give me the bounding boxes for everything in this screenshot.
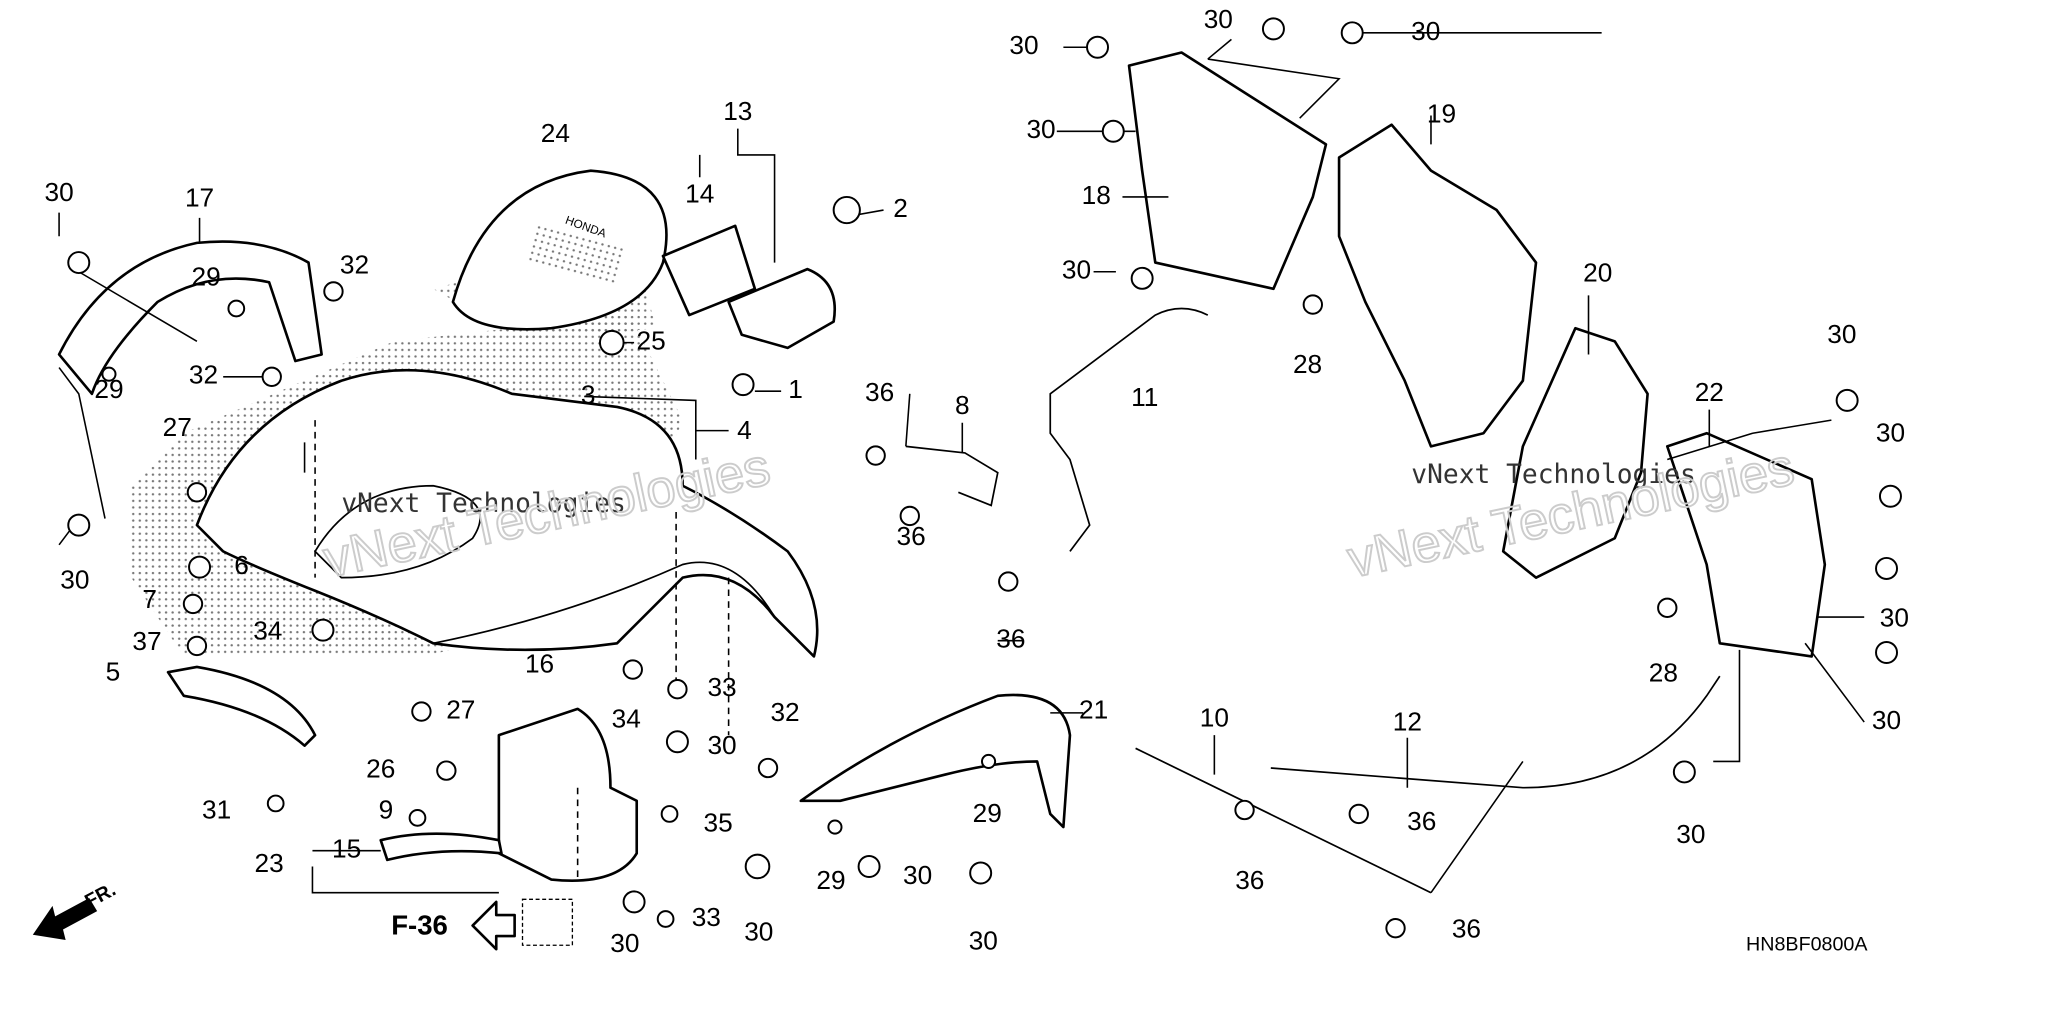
callout-36[interactable]: 36 <box>1452 914 1481 944</box>
callout-28[interactable]: 28 <box>1293 349 1322 379</box>
part-22-panel[interactable] <box>1665 431 1827 658</box>
callout-36[interactable]: 36 <box>996 624 1025 654</box>
callout-23[interactable]: 23 <box>255 848 284 878</box>
callout-30[interactable]: 30 <box>1827 319 1856 349</box>
watermark-text: vNext Technologies <box>1411 460 1695 490</box>
part-4-front-fender[interactable] <box>195 368 819 658</box>
callout-17[interactable]: 17 <box>185 182 214 212</box>
callout-33[interactable]: 33 <box>692 902 721 932</box>
fasteners <box>67 17 1902 939</box>
part-11-rod[interactable] <box>1049 307 1209 552</box>
callout-31[interactable]: 31 <box>202 794 231 824</box>
callout-34[interactable]: 34 <box>612 704 641 734</box>
callout-27[interactable]: 27 <box>163 412 192 442</box>
callout-35[interactable]: 35 <box>704 807 733 837</box>
callout-21[interactable]: 21 <box>1079 694 1108 724</box>
callout-28[interactable]: 28 <box>1649 658 1678 688</box>
body-recess <box>314 484 481 579</box>
callout-30[interactable]: 30 <box>44 177 73 207</box>
callout-32[interactable]: 32 <box>770 697 799 727</box>
part-8-bracket[interactable] <box>905 445 999 507</box>
callout-30[interactable]: 30 <box>1026 114 1055 144</box>
grommet-icon <box>521 898 574 946</box>
callout-34[interactable]: 34 <box>253 616 282 646</box>
callout-6[interactable]: 6 <box>234 550 249 580</box>
callout-12[interactable]: 12 <box>1393 706 1422 736</box>
callout-36[interactable]: 36 <box>896 521 925 551</box>
callout-25[interactable]: 25 <box>637 326 666 356</box>
reference-label[interactable]: F-36 <box>391 910 448 941</box>
callout-29[interactable]: 29 <box>192 261 221 291</box>
callout-22[interactable]: 22 <box>1695 377 1724 407</box>
part-23-box[interactable] <box>497 707 639 882</box>
callout-36[interactable]: 36 <box>865 377 894 407</box>
part-5-bar[interactable] <box>166 665 317 747</box>
part-13-box[interactable] <box>727 267 836 350</box>
callout-29[interactable]: 29 <box>816 865 845 895</box>
callout-29[interactable]: 29 <box>94 374 123 404</box>
callout-20[interactable]: 20 <box>1583 257 1612 287</box>
arrow-left-icon <box>471 900 516 951</box>
part-10-rod[interactable] <box>1135 747 1432 894</box>
part-17-fender-side[interactable] <box>57 240 323 396</box>
callout-19[interactable]: 19 <box>1427 98 1456 128</box>
callout-27[interactable]: 27 <box>446 694 475 724</box>
front-arrow-icon <box>32 897 98 940</box>
callout-14[interactable]: 14 <box>685 179 714 209</box>
part-12-rod[interactable] <box>1270 675 1721 789</box>
callout-26[interactable]: 26 <box>366 754 395 784</box>
callout-37[interactable]: 37 <box>132 626 161 656</box>
callout-30[interactable]: 30 <box>1062 255 1091 285</box>
watermark-text: vNext Technologies <box>341 489 625 519</box>
part-14-lid[interactable] <box>661 224 757 317</box>
callout-13[interactable]: 13 <box>723 96 752 126</box>
callout-30[interactable]: 30 <box>1880 603 1909 633</box>
callout-30[interactable]: 30 <box>1204 4 1233 34</box>
diagram-code: HN8BF0800A <box>1746 933 1868 955</box>
logo-graphic <box>528 222 628 285</box>
callout-30[interactable]: 30 <box>744 916 773 946</box>
part-15-strap[interactable] <box>379 832 503 862</box>
callout-16[interactable]: 16 <box>525 649 554 679</box>
part-19-inner-cover[interactable] <box>1337 123 1538 448</box>
callout-30[interactable]: 30 <box>903 860 932 890</box>
callout-8[interactable]: 8 <box>955 390 970 420</box>
callout-3[interactable]: 3 <box>581 379 596 409</box>
body-edge <box>433 561 776 645</box>
callout-labels: 30 17 29 32 32 29 27 30 6 7 37 34 5 31 2… <box>44 4 1909 958</box>
callout-32[interactable]: 32 <box>340 249 369 279</box>
front-indicator: FR. <box>32 879 120 940</box>
callout-32[interactable]: 32 <box>189 360 218 390</box>
callout-30[interactable]: 30 <box>1676 819 1705 849</box>
callout-18[interactable]: 18 <box>1082 180 1111 210</box>
callout-5[interactable]: 5 <box>106 656 121 686</box>
callout-33[interactable]: 33 <box>707 672 736 702</box>
callout-30[interactable]: 30 <box>610 928 639 958</box>
callout-30[interactable]: 30 <box>707 730 736 760</box>
callout-36[interactable]: 36 <box>1407 806 1436 836</box>
callout-15[interactable]: 15 <box>332 834 361 864</box>
part-18-panel[interactable] <box>1127 51 1328 291</box>
callout-30[interactable]: 30 <box>1872 705 1901 735</box>
callout-2[interactable]: 2 <box>893 193 908 223</box>
callout-4[interactable]: 4 <box>737 415 752 445</box>
callout-24[interactable]: 24 <box>541 118 570 148</box>
callout-30[interactable]: 30 <box>60 565 89 595</box>
callout-30[interactable]: 30 <box>1411 16 1440 46</box>
reference-f36[interactable]: F-36 <box>391 898 574 951</box>
callout-36[interactable]: 36 <box>1235 865 1264 895</box>
callout-29[interactable]: 29 <box>973 798 1002 828</box>
callout-30[interactable]: 30 <box>1876 417 1905 447</box>
callout-9[interactable]: 9 <box>379 794 394 824</box>
callout-30[interactable]: 30 <box>969 926 998 956</box>
callout-10[interactable]: 10 <box>1200 702 1229 732</box>
part-21-fender[interactable] <box>799 693 1072 829</box>
callout-11[interactable]: 11 <box>1131 382 1158 412</box>
callout-7[interactable]: 7 <box>142 584 157 614</box>
leader-lines <box>58 32 1865 894</box>
callout-30[interactable]: 30 <box>1009 30 1038 60</box>
callout-1[interactable]: 1 <box>788 374 803 404</box>
